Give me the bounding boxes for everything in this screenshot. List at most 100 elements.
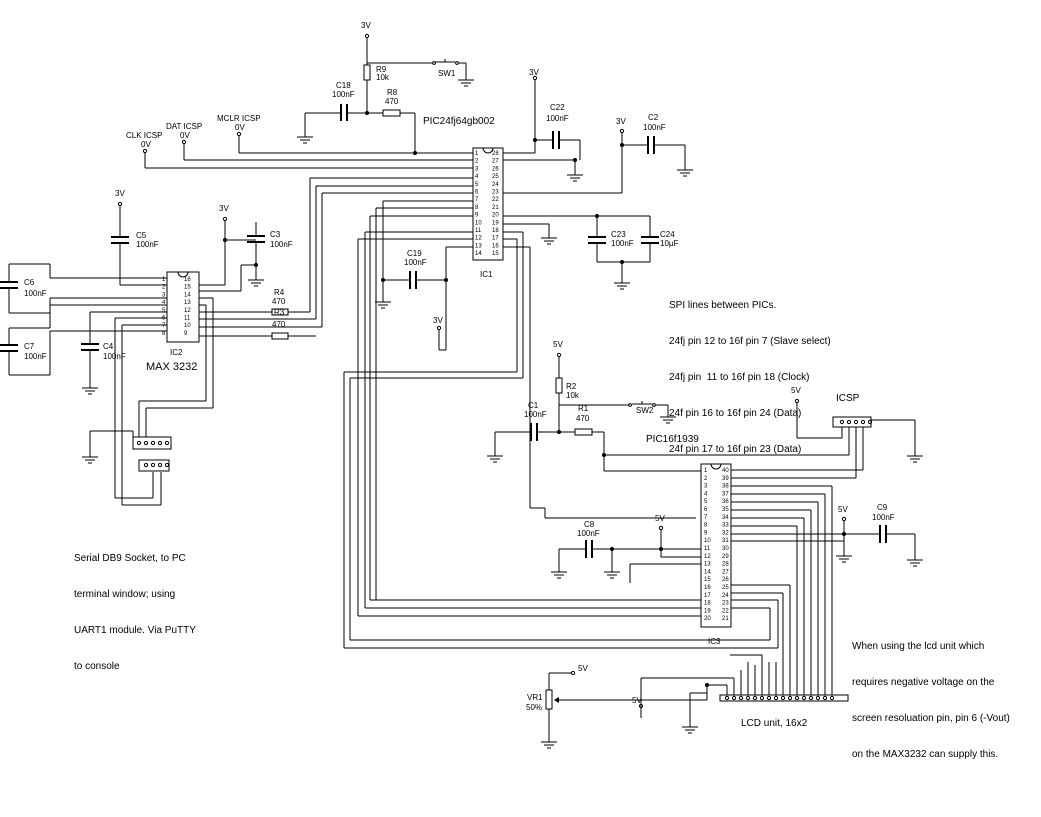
ic3-pin-9: 9: [704, 530, 708, 536]
ic2-pin-3: 3: [162, 292, 166, 298]
c3-3v-label: 3V: [219, 204, 229, 213]
lcd-note: When using the lcd unit which requires n…: [852, 617, 1010, 773]
ic3-pic16: 1234567891011121314151617181920403938373…: [344, 378, 923, 695]
ic1-pin-28: 28: [492, 151, 499, 157]
ic1-pin-3: 3: [475, 166, 479, 172]
c19-value: 100nF: [404, 258, 427, 267]
db9-top-pin-4: [157, 440, 163, 446]
db9-bottom-pin-1: [143, 462, 149, 468]
ic1-to-max-wires: [309, 177, 696, 648]
c23-value: 100nF: [611, 239, 634, 248]
serial-note-line-3: UART1 module. Via PuTTY: [74, 625, 196, 636]
ic2-ref: IC2: [170, 348, 183, 357]
ic1-part-label: PIC24fj64gb002: [423, 116, 495, 127]
ic3-pin-11: 11: [704, 546, 711, 552]
spi-note: SPI lines between PICs. 24fj pin 12 to 1…: [669, 276, 831, 468]
ic3-pin-7: 7: [704, 515, 708, 521]
c24-value: 10µF: [660, 239, 679, 248]
mclr-circuit-ic3: 5V R2 10k SW2 C1 100nF R1 470 PIC16f1939: [487, 340, 701, 472]
c6-value: 100nF: [24, 289, 47, 298]
db9-bottom-pin-2: [150, 462, 156, 468]
lcd-section: LCD unit, 16x2 5V 5V VR1 50%: [526, 654, 849, 749]
db9-top-pin-5: [164, 440, 170, 446]
lcd-pin-1: [724, 695, 730, 701]
ic3-pin-6: 6: [704, 507, 708, 513]
ic3-pin-31: 31: [722, 538, 729, 544]
vr1-ref: VR1: [527, 693, 543, 702]
ic3-pin-15: 15: [704, 577, 711, 583]
ic3-pin-2: 2: [704, 476, 708, 482]
serial-note-line-4: to console: [74, 661, 120, 672]
lcd-pin-5: [752, 695, 758, 701]
ic2-pin-4: 4: [162, 300, 166, 306]
ic1-pin-23: 23: [492, 190, 499, 196]
c18-value: 100nF: [332, 90, 355, 99]
icsp-pin-2: [846, 419, 852, 425]
c9-ref: C9: [877, 503, 888, 512]
dat-0v: 0V: [180, 131, 190, 140]
lcd-pin-11: [794, 695, 800, 701]
ic1-pin-1: 1: [475, 151, 479, 157]
c5-ref: C5: [136, 231, 147, 240]
lcd-pin-2: [731, 695, 737, 701]
icsp-header: ICSP 5V: [604, 386, 923, 479]
ic2-pin-16: 16: [184, 277, 191, 283]
lcd-pin-15: [822, 695, 828, 701]
ic3-pin-10: 10: [704, 538, 711, 544]
ic1-pin-9: 9: [475, 213, 479, 219]
ic3-pin-33: 33: [722, 523, 729, 529]
mclr-icsp-label: MCLR ICSP: [217, 114, 261, 123]
serial-note: Serial DB9 Socket, to PC terminal window…: [74, 529, 196, 685]
ic1-pin-13: 13: [475, 243, 482, 249]
ic3-pin-25: 25: [722, 585, 729, 591]
ic3-pin-21: 21: [722, 616, 729, 622]
ic1-pin-5: 5: [475, 182, 479, 188]
ic3-pin-3: 3: [704, 484, 708, 490]
db9-top-pin-3: [150, 440, 156, 446]
db9-bottom-pin-4: [164, 462, 170, 468]
r4-ref: R4: [274, 288, 285, 297]
c2-value: 100nF: [643, 123, 666, 132]
lcd-pin-14: [815, 695, 821, 701]
c4-value: 100nF: [103, 352, 126, 361]
ic3-pin-32: 32: [722, 530, 729, 536]
lcd-pin-8: [773, 695, 779, 701]
ic2-pin-1: 1: [162, 277, 166, 283]
r1-value: 470: [576, 414, 590, 423]
ic1-pin-27: 27: [492, 159, 499, 165]
r2-ref: R2: [566, 382, 577, 391]
ic2-part-label: MAX 3232: [146, 361, 197, 373]
lcd-pin-6: [759, 695, 765, 701]
lcd-note-line-3: screen resoluation pin, pin 6 (-Vout): [852, 713, 1010, 724]
serial-note-line-2: terminal window; using: [74, 589, 176, 600]
ic3-pin-39: 39: [722, 476, 729, 482]
r8-ref: R8: [387, 88, 398, 97]
ic1-pin-21: 21: [492, 205, 499, 211]
c1-value: 100nF: [524, 410, 547, 419]
serial-note-line-1: Serial DB9 Socket, to PC: [74, 553, 186, 564]
ic1-pin-14: 14: [475, 251, 482, 257]
c2-3v-label: 3V: [616, 117, 626, 126]
db9-top-pin-1: [136, 440, 142, 446]
db9-top-pin-2: [143, 440, 149, 446]
ic1-pin-17: 17: [492, 236, 499, 242]
ic3-pin-26: 26: [722, 577, 729, 583]
ic1-pin-19: 19: [492, 220, 499, 226]
ic2-pin-8: 8: [162, 331, 166, 337]
clk-icsp-label: CLK ICSP: [126, 131, 162, 140]
ic2-pin-14: 14: [184, 292, 191, 298]
mclr-circuit-ic1: 3V R9 10k SW1 C18 100nF R8 470 PIC24fj: [297, 21, 495, 155]
resistor-r9: [363, 64, 371, 81]
c5-3v-label: 3V: [115, 189, 125, 198]
ic3-pin-23: 23: [722, 601, 729, 607]
r2-5v-label: 5V: [553, 340, 563, 349]
clk-0v: 0V: [141, 140, 151, 149]
ic1-pin-22: 22: [492, 197, 499, 203]
c2-ref: C2: [648, 113, 659, 122]
c8-ref: C8: [584, 520, 595, 529]
ic1-pin-24: 24: [492, 182, 499, 188]
dat-icsp-label: DAT ICSP: [166, 122, 202, 131]
ic2-pin-15: 15: [184, 285, 191, 291]
